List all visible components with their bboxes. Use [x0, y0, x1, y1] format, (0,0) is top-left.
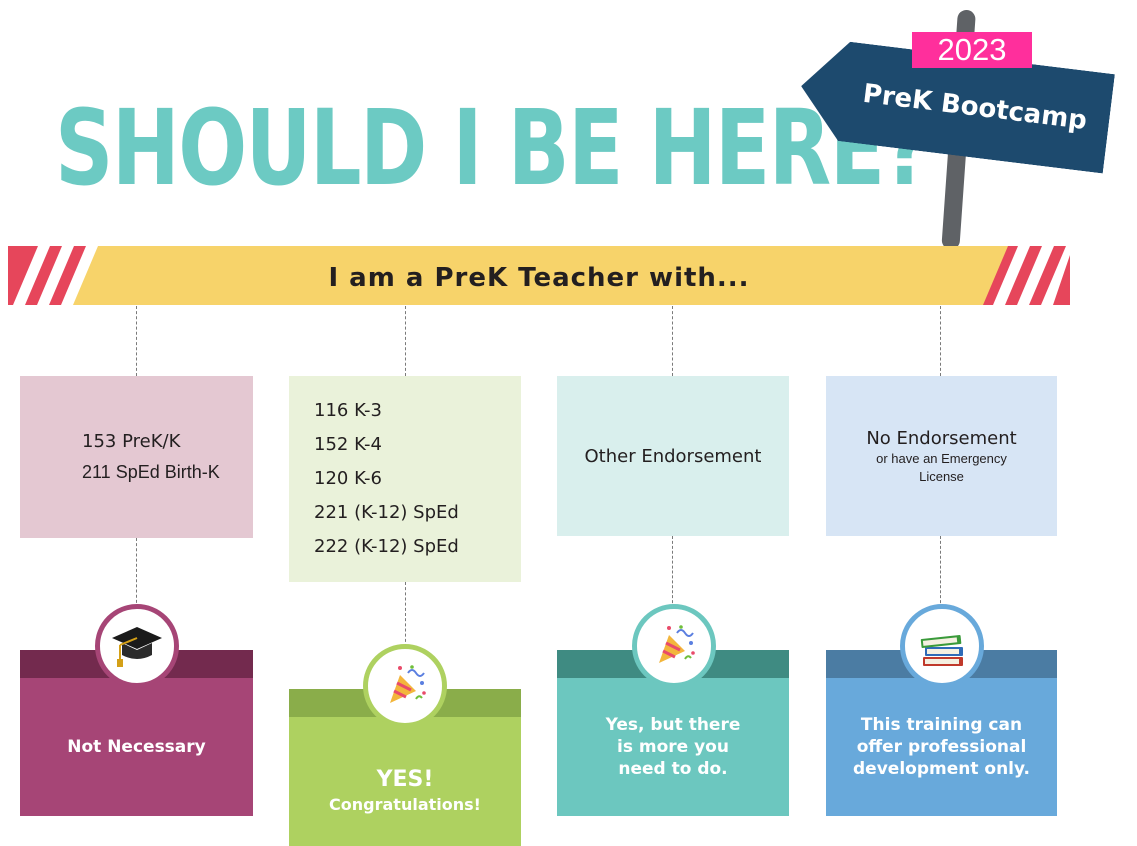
card-line: 221 (K-12) SpEd — [314, 502, 459, 523]
graduation-cap-icon — [95, 604, 179, 688]
card-prek-endorsement: 153 PreK/K 211 SpEd Birth-K — [20, 376, 253, 538]
outcome-more-to-do: Yes, but there is more you need to do. — [557, 678, 789, 816]
party-popper-icon — [632, 604, 716, 688]
outcome-text: Not Necessary — [67, 737, 206, 757]
sign-text: PreK Bootcamp — [861, 78, 1089, 137]
connector — [672, 536, 673, 608]
connector — [405, 582, 406, 647]
page-title: SHOULD I BE HERE? — [55, 87, 931, 209]
books-icon — [900, 604, 984, 688]
banner-bar — [8, 246, 1070, 305]
connector — [405, 306, 406, 376]
card-line: 222 (K-12) SpEd — [314, 536, 459, 557]
outcome-professional-development: This training can offer professional dev… — [826, 678, 1057, 816]
card-line: 153 PreK/K — [82, 431, 181, 452]
outcome-not-necessary: Not Necessary — [20, 678, 253, 816]
outcome-text: development only. — [853, 759, 1030, 779]
banner — [8, 246, 1070, 305]
card-line: Other Endorsement — [584, 445, 762, 467]
card-line: 211 SpEd Birth-K — [82, 462, 220, 482]
outcome-text: is more you — [617, 737, 729, 757]
banner-right-stripe — [1041, 246, 1070, 305]
banner-right-stripe — [1017, 246, 1054, 305]
outcome-text: need to do. — [618, 759, 728, 779]
connector — [940, 306, 941, 376]
card-no-endorsement: No Endorsement or have an Emergency Lice… — [826, 376, 1057, 536]
card-other-endorsement: Other Endorsement — [557, 376, 789, 536]
outcome-yes: YES! Congratulations! — [289, 717, 521, 846]
outcome-text: Congratulations! — [329, 794, 481, 814]
card-line: 116 K-3 — [314, 400, 382, 421]
outcome-text: YES! — [376, 766, 434, 792]
connector — [940, 536, 941, 608]
card-subline: License — [919, 468, 964, 484]
banner-left-stripe — [13, 246, 50, 305]
card-line: 152 K-4 — [314, 434, 382, 455]
card-line: No Endorsement — [866, 427, 1017, 449]
banner-left-stripe — [61, 246, 98, 305]
card-line: 120 K-6 — [314, 468, 382, 489]
card-subline: or have an Emergency — [876, 450, 1007, 466]
outcome-text: Yes, but there — [605, 715, 741, 735]
connector — [136, 306, 137, 376]
card-k-endorsements: 116 K-3 152 K-4 120 K-6 221 (K-12) SpEd … — [289, 376, 521, 582]
banner-left-stripe — [37, 246, 74, 305]
party-popper-icon — [363, 644, 447, 728]
outcome-text: This training can — [860, 715, 1023, 735]
banner-right-stripe — [993, 246, 1030, 305]
year-badge: 2023 — [912, 32, 1032, 68]
connector — [672, 306, 673, 376]
connector — [136, 538, 137, 608]
banner-title: I am a PreK Teacher with... — [328, 263, 750, 293]
outcome-text: offer professional — [856, 737, 1027, 757]
